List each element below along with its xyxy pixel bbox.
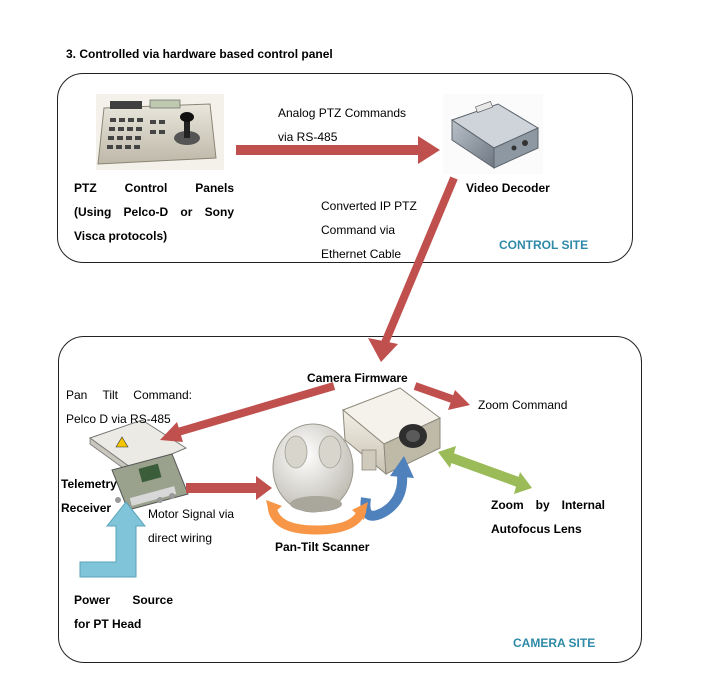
power-arrow	[79, 501, 147, 578]
converted-ip-arrow	[368, 176, 458, 362]
zoom-arrow	[438, 446, 532, 494]
control-site-label: CONTROL SITE	[499, 238, 589, 252]
pan-tilt-scanner-image	[272, 423, 354, 513]
zoom-lens-label: Zoom by Internal Autofocus Lens	[491, 498, 605, 536]
motor-signal-arrow	[186, 476, 272, 500]
zoom-command-label: Zoom Command	[478, 398, 568, 412]
motor-signal-label: Motor Signal via direct wiring	[148, 507, 235, 545]
ptz-control-panel-image	[96, 94, 224, 170]
telemetry-receiver-image	[88, 419, 189, 511]
camera-image	[342, 387, 441, 476]
zoom-command-arrow	[413, 382, 470, 410]
section-heading: 3. Controlled via hardware based control…	[66, 47, 333, 61]
telemetry-receiver-label: Telemetry Receiver	[61, 477, 117, 515]
pan-tilt-scanner-label: Pan-Tilt Scanner	[275, 540, 370, 554]
power-source-label: Power Source for PT Head	[74, 593, 173, 631]
pan-arrow	[266, 500, 368, 535]
camera-site-label: CAMERA SITE	[513, 636, 596, 650]
camera-firmware-label: Camera Firmware	[307, 371, 408, 385]
pan-tilt-command-arrow	[160, 382, 336, 442]
analog-ptz-arrow	[236, 136, 440, 164]
analog-ptz-commands-label: Analog PTZ Commands via RS-485	[278, 106, 407, 144]
converted-ip-command-label: Converted IP PTZ Command via Ethernet Ca…	[321, 199, 417, 261]
video-decoder-image	[443, 94, 543, 174]
pan-tilt-command-label: Pan Tilt Command: Pelco D via RS-485	[66, 388, 192, 426]
ptz-panel-label: PTZ Control Panels (Using Pelco-D or Son…	[74, 181, 234, 243]
video-decoder-label: Video Decoder	[466, 181, 550, 195]
